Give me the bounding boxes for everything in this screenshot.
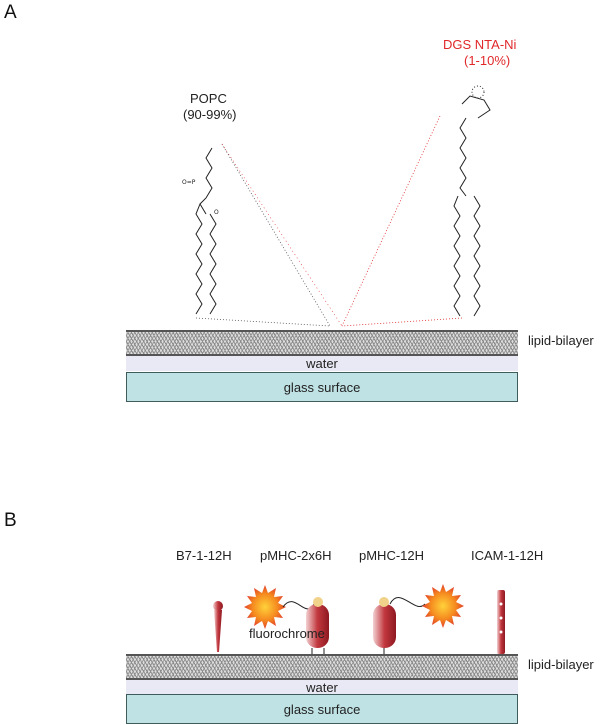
lipid-bilayer-a: [126, 330, 518, 356]
svg-text:O=P: O=P: [182, 179, 196, 186]
lipid-bilayer-label-b: lipid-bilayer: [528, 657, 594, 672]
lipid-bilayer-label-a: lipid-bilayer: [528, 333, 594, 348]
protein-label-icam: ICAM-1-12H: [471, 548, 544, 563]
panel-a-letter: A: [4, 2, 17, 23]
dgs-nta-ni-label: DGS NTA-Ni: [443, 37, 517, 52]
protein-label-pmhc-12h: pMHC-12H: [359, 548, 425, 563]
fluorochrome-star-2: [422, 584, 464, 628]
panel-b-letter: B: [4, 510, 17, 531]
water-layer-a: water: [126, 356, 518, 371]
dgs-molecule: [453, 85, 491, 317]
popc-label: POPC: [190, 91, 227, 106]
protein-label-pmhc-2x6h: pMHC-2x6H: [260, 548, 332, 563]
popc-molecule: O=P O: [182, 147, 219, 315]
popc-percentage: (90-99%): [183, 107, 237, 122]
lipid-bilayer-b: [126, 654, 518, 680]
glass-surface-b: glass surface: [126, 694, 518, 724]
svg-text:O: O: [214, 209, 219, 216]
dgs-percentage: (1-10%): [464, 53, 511, 68]
glass-surface-a: glass surface: [126, 372, 518, 402]
b7-1-protein: [213, 601, 223, 652]
icam-1-protein: [497, 590, 505, 654]
protein-label-b7: B7-1-12H: [176, 548, 232, 563]
pmhc-12h-protein: [373, 597, 396, 656]
fluorochrome-label: fluorochrome: [249, 626, 325, 641]
fluorochrome-star-1: [244, 585, 286, 629]
water-layer-b: water: [126, 680, 518, 695]
